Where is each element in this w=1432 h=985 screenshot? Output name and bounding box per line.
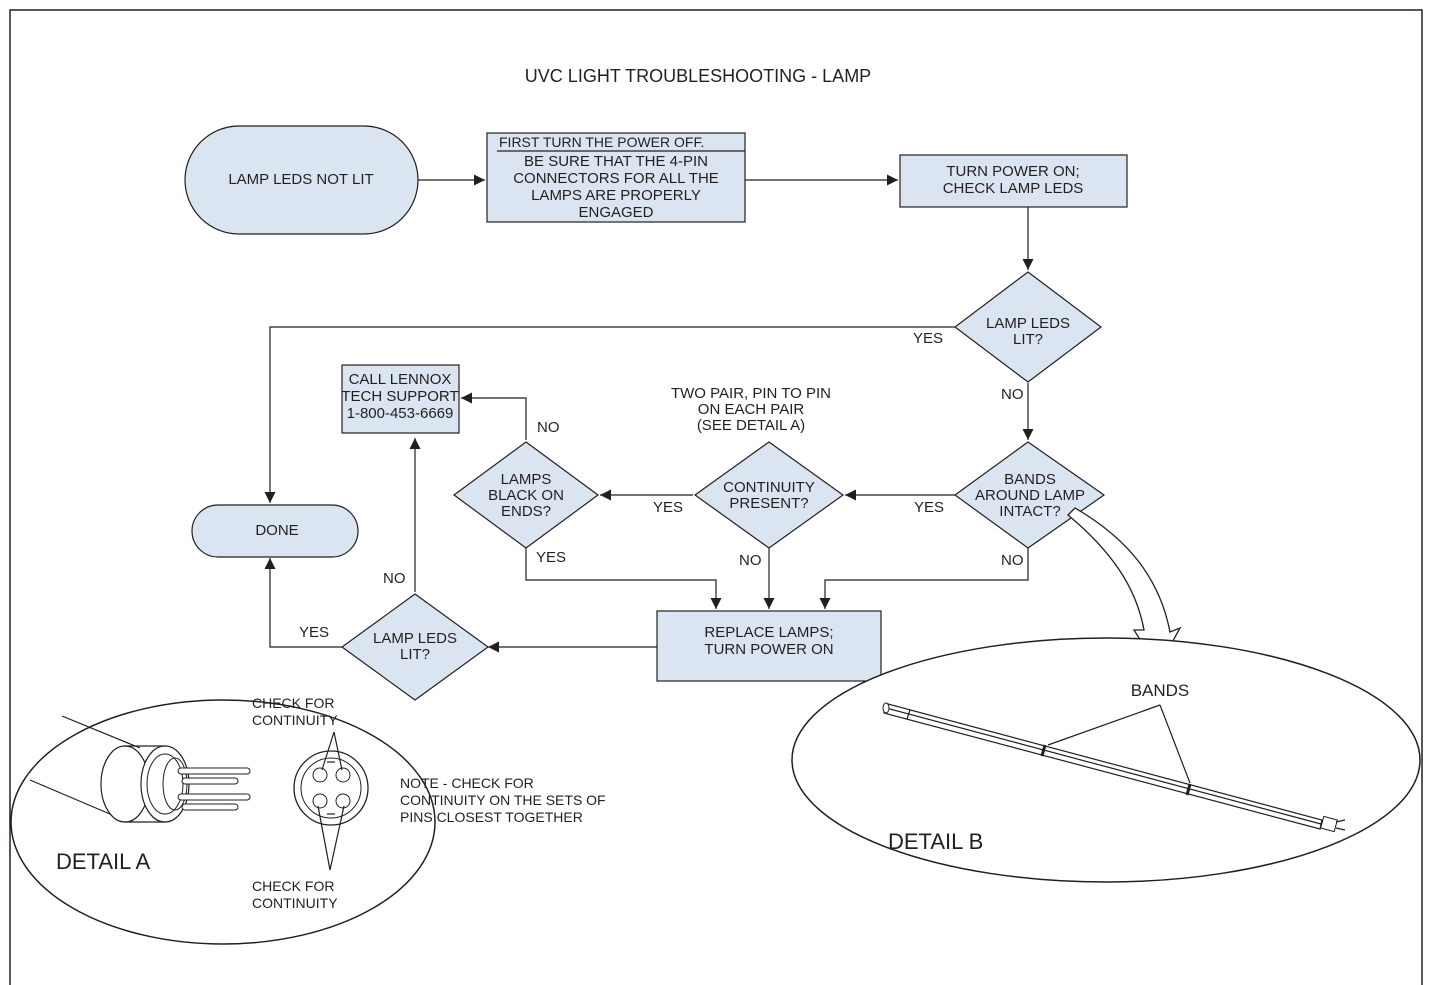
label-yes: YES (913, 330, 943, 347)
node-first-turn-power-off: FIRST TURN THE POWER OFF. BE SURE THAT T… (486, 132, 746, 223)
node-line: INTACT? (999, 503, 1060, 520)
check-continuity-top-line: CONTINUITY (252, 712, 338, 728)
node-line: TECH SUPPORT (341, 388, 458, 405)
detail-a-note-line: CONTINUITY ON THE SETS OF (400, 792, 606, 808)
label-no: NO (1001, 552, 1024, 569)
connector-icon (100, 745, 251, 823)
detail-a-title: DETAIL A (56, 849, 150, 874)
node-line: CONTINUITY (723, 479, 815, 496)
detail-a: CHECK FOR CONTINUITY CHECK FOR CONTINUIT… (10, 695, 606, 945)
node-label: DONE (255, 522, 298, 539)
pin-end-view-icon (293, 750, 369, 826)
node-line: LAMP LEDS (986, 315, 1070, 332)
node-line: CONNECTORS FOR ALL THE (513, 170, 719, 187)
node-line: CHECK LAMP LEDS (943, 180, 1084, 197)
check-continuity-top-line: CHECK FOR (252, 695, 334, 711)
node-line: BANDS (1004, 471, 1056, 488)
label-yes: YES (914, 499, 944, 516)
detail-b-ellipse (791, 637, 1421, 883)
page-frame (9, 9, 1423, 985)
lamp-tube-icon (882, 702, 1346, 833)
check-continuity-bottom-line: CHECK FOR (252, 878, 334, 894)
node-line: REPLACE LAMPS; (704, 624, 833, 641)
detail-a-ellipse (10, 699, 436, 945)
decision-continuity-present: CONTINUITY PRESENT? (693, 441, 845, 549)
node-line: BLACK ON (488, 487, 564, 504)
node-line: AROUND LAMP (975, 487, 1085, 504)
decision-lamp-leds-lit-1: LAMP LEDS LIT? (954, 271, 1102, 383)
node-line: BE SURE THAT THE 4-PIN (524, 153, 708, 170)
node-lamp-leds-not-lit: LAMP LEDS NOT LIT (184, 125, 419, 235)
node-line: LAMPS (501, 471, 552, 488)
pair-note-line: TWO PAIR, PIN TO PIN (671, 385, 831, 402)
branch-labels: YES NO YES NO YES NO NO YES NO YES TWO P… (299, 330, 1024, 641)
node-line: LAMPS ARE PROPERLY (531, 187, 701, 204)
node-line: TURN POWER ON (704, 641, 833, 658)
detail-a-note-line: PINS CLOSEST TOGETHER (400, 809, 583, 825)
node-line: ENDS? (501, 503, 551, 520)
label-yes: YES (299, 624, 329, 641)
check-continuity-bottom-line: CONTINUITY (252, 895, 338, 911)
bands-label: BANDS (1131, 681, 1190, 700)
node-label: LAMP LEDS NOT LIT (228, 171, 373, 188)
node-line: ENGAGED (578, 204, 653, 221)
pair-note-line: ON EACH PAIR (698, 401, 805, 418)
node-line: TURN POWER ON; (946, 163, 1079, 180)
node-line: PRESENT? (729, 495, 808, 512)
node-line: CALL LENNOX (349, 371, 452, 388)
label-yes: YES (653, 499, 683, 516)
node-line: 1-800-453-6669 (347, 405, 454, 422)
detail-a-note-line: NOTE - CHECK FOR (400, 775, 534, 791)
decision-lamps-black: LAMPS BLACK ON ENDS? (452, 441, 600, 549)
decision-bands-intact: BANDS AROUND LAMP INTACT? (953, 441, 1106, 549)
node-line: LIT? (1013, 331, 1043, 348)
label-no: NO (1001, 386, 1024, 403)
node-done: DONE (191, 504, 359, 558)
decision-lamp-leds-lit-2: LAMP LEDS LIT? (340, 593, 490, 701)
node-replace-lamps: REPLACE LAMPS; TURN POWER ON (656, 610, 882, 682)
diagram-title: UVC LIGHT TROUBLESHOOTING - LAMP (525, 66, 871, 86)
connectors (264, 174, 1034, 653)
node-line: LAMP LEDS (373, 630, 457, 647)
node-heading: FIRST TURN THE POWER OFF. (499, 134, 704, 150)
detail-b: BANDS DETAIL B (791, 507, 1421, 883)
label-no: NO (383, 570, 406, 587)
node-line: LIT? (400, 646, 430, 663)
detail-b-title: DETAIL B (888, 829, 983, 854)
label-yes: YES (536, 549, 566, 566)
node-call-lennox: CALL LENNOX TECH SUPPORT 1-800-453-6669 (341, 364, 460, 434)
label-no: NO (537, 419, 560, 436)
node-turn-power-on: TURN POWER ON; CHECK LAMP LEDS (899, 154, 1128, 208)
pair-note-line: (SEE DETAIL A) (697, 417, 805, 434)
label-no: NO (739, 552, 762, 569)
